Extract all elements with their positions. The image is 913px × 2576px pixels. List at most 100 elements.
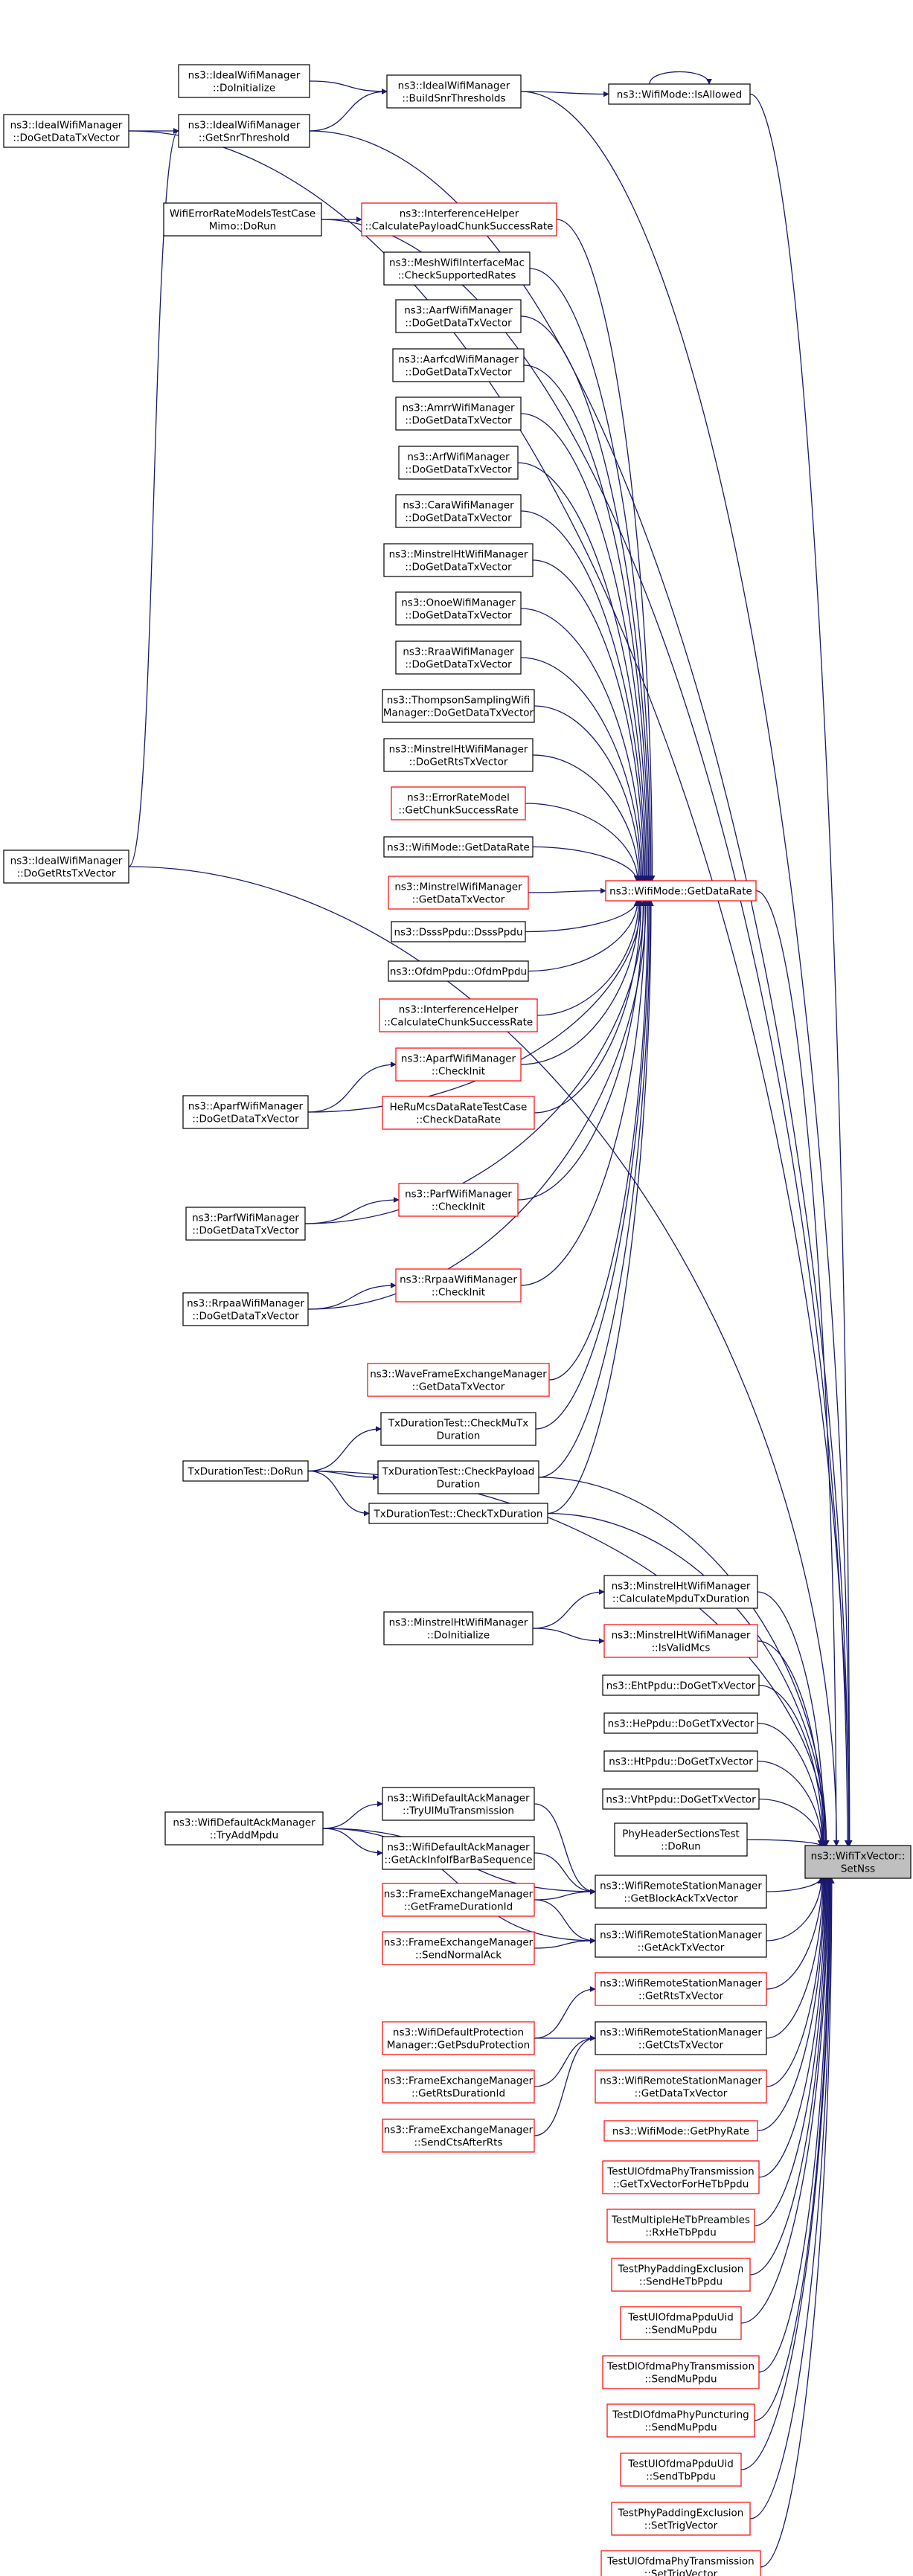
node-txDoRun[interactable]: TxDurationTest::DoRun (182, 1460, 309, 1482)
node-fxGetFrameDur[interactable]: ns3::FrameExchangeManager::GetFrameDurat… (382, 1883, 535, 1917)
node-label: ::CheckSupportedRates (398, 270, 516, 282)
node-minHtValidMcs[interactable]: ns3::MinstrelHtWifiManager::IsValidMcs (603, 1624, 758, 1658)
node-cara[interactable]: ns3::CaraWifiManager::DoGetDataTxVector (395, 494, 522, 528)
node-fxSendCts[interactable]: ns3::FrameExchangeManager::SendCtsAfterR… (382, 2119, 535, 2153)
node-label: TestUlOfdmaPhyTransmission (606, 2166, 754, 2178)
node-label: Manager::GetPsduProtection (387, 2040, 530, 2052)
node-minstrelGetData[interactable]: ns3::MinstrelWifiManager::GetDataTxVecto… (388, 876, 529, 910)
node-parfDoGet[interactable]: ns3::ParfWifiManager::DoGetDataTxVector (185, 1207, 306, 1241)
node-label: ::TryUlMuTransmission (403, 1805, 514, 1817)
node-txCheckTx[interactable]: TxDurationTest::CheckTxDuration (368, 1503, 548, 1524)
node-testUlOfdmaTrig[interactable]: TestUlOfdmaPhyTransmission::SetTrigVecto… (600, 2550, 761, 2576)
edge-aarfcd-to-getDataRateMain (523, 364, 652, 881)
target-node[interactable]: ns3::WifiTxVector::SetNss (804, 1845, 912, 1879)
node-minHtData[interactable]: ns3::MinstrelHtWifiManager::DoGetDataTxV… (383, 543, 534, 577)
node-fxSendNormalAck[interactable]: ns3::FrameExchangeManager::SendNormalAck (382, 1931, 535, 1965)
node-testUlOfdmaGet[interactable]: TestUlOfdmaPhyTransmission::GetTxVectorF… (602, 2160, 760, 2194)
node-getDataRateMain[interactable]: ns3::WifiMode::GetDataRate (605, 880, 757, 902)
node-idealDoGetRts[interactable]: ns3::IdealWifiManager::DoGetRtsTxVector (3, 849, 129, 884)
edge-rrpaaCheck-to-getDataRateMain (520, 900, 649, 1286)
node-vhtPpdu[interactable]: ns3::VhtPpdu::DoGetTxVector (602, 1788, 760, 1810)
node-amrr[interactable]: ns3::AmrrWifiManager::DoGetDataTxVector (395, 396, 522, 431)
node-getCtsTx[interactable]: ns3::WifiRemoteStationManager::GetCtsTxV… (595, 2021, 767, 2055)
node-box (382, 2021, 535, 2055)
node-rrpaaDoGet[interactable]: ns3::RrpaaWifiManager::DoGetDataTxVector (182, 1292, 309, 1326)
edge-getSnrTh-to-buildSnr (309, 89, 388, 132)
edge-getAckInfoBar-to-getBlockAck (534, 1852, 596, 1895)
node-testUlPpduTb[interactable]: TestUlOfdmaPpduUid::SendTbPpdu (620, 2453, 742, 2487)
node-getAckTx[interactable]: ns3::WifiRemoteStationManager::GetAckTxV… (595, 1924, 767, 1958)
node-getAckInfoBar[interactable]: ns3::WifiDefaultAckManager::GetAckInfoIf… (382, 1836, 535, 1870)
node-label: ns3::MinstrelHtWifiManager (612, 1581, 751, 1593)
node-getRtsTx[interactable]: ns3::WifiRemoteStationManager::GetRtsTxV… (595, 1972, 767, 2006)
node-errModelChunk[interactable]: ns3::ErrorRateModel::GetChunkSuccessRate (391, 786, 526, 820)
node-testDlPunct[interactable]: TestDlOfdmaPhyPuncturing::SendMuPpdu (606, 2403, 755, 2438)
node-aarfcd[interactable]: ns3::AarfcdWifiManager::DoGetDataTxVecto… (392, 348, 525, 382)
node-testMultiHeTb[interactable]: TestMultipleHeTbPreambles::RxHeTbPpdu (606, 2209, 755, 2243)
node-minHtDoInit[interactable]: ns3::MinstrelHtWifiManager::DoInitialize (383, 1611, 534, 1645)
node-box (620, 2306, 742, 2340)
node-testPadTrig[interactable]: TestPhyPaddingExclusion::SetTrigVector (611, 2502, 751, 2536)
node-label: ::RxHeTbPpdu (645, 2227, 717, 2239)
node-label: ::GetRtsTxVector (638, 1991, 724, 2002)
node-testDlOfdmaSend[interactable]: TestDlOfdmaPhyTransmission::SendMuPpdu (602, 2355, 760, 2389)
node-isAllowed[interactable]: ns3::WifiMode::IsAllowed (608, 83, 751, 105)
edge-getRtsTx-to-target (766, 1878, 825, 1990)
node-testUlPpduUid[interactable]: TestUlOfdmaPpduUid::SendMuPpdu (620, 2306, 742, 2340)
edge-fxSendNormalAck-to-getAckTx (534, 1938, 596, 1949)
node-idealDoGetData[interactable]: ns3::IdealWifiManager::DoGetDataTxVector (3, 114, 129, 148)
node-doInitIdeal[interactable]: ns3::IdealWifiManager::DoInitialize (178, 64, 310, 98)
node-wmGetDataRate[interactable]: ns3::WifiMode::GetDataRate (383, 836, 534, 858)
node-thompson[interactable]: ns3::ThompsonSamplingWifiManager::DoGetD… (382, 689, 535, 723)
node-buildSnr[interactable]: ns3::IdealWifiManager::BuildSnrThreshold… (386, 74, 522, 109)
node-minHtRts[interactable]: ns3::MinstrelHtWifiManager::DoGetRtsTxVe… (383, 738, 534, 772)
node-label: Mimo::DoRun (209, 221, 276, 233)
node-getPhyRate[interactable]: ns3::WifiMode::GetPhyRate (603, 2120, 758, 2142)
edge-errModelChunk-to-getDataRateMain (525, 803, 641, 881)
node-htPpdu[interactable]: ns3::HtPpdu::DoGetTxVector (603, 1750, 758, 1772)
node-label: ns3::RrpaaWifiManager (400, 1274, 517, 1286)
node-ofdm[interactable]: ns3::OfdmPpdu::OfdmPpdu (388, 960, 529, 982)
node-meshCheck[interactable]: ns3::MeshWifiInterfaceMac::CheckSupporte… (383, 251, 531, 286)
node-psduProt[interactable]: ns3::WifiDefaultProtectionManager::GetPs… (382, 2021, 535, 2055)
node-arf[interactable]: ns3::ArfWifiManager::DoGetDataTxVector (398, 446, 519, 480)
node-testPadHeTb[interactable]: TestPhyPaddingExclusion::SendHeTbPpdu (611, 2258, 751, 2292)
node-onoe[interactable]: ns3::OnoeWifiManager::DoGetDataTxVector (395, 591, 522, 626)
edge-psduProt-to-getRtsTx (534, 1986, 596, 2039)
edge-aparfCheck-to-getDataRateMain (520, 900, 643, 1065)
node-parfCheck[interactable]: ns3::ParfWifiManager::CheckInit (398, 1183, 519, 1217)
node-interfCalcChunk[interactable]: ns3::InterferenceHelper::CalculateChunkS… (379, 998, 538, 1032)
node-aarf[interactable]: ns3::AarfWifiManager::DoGetDataTxVector (395, 299, 522, 333)
node-tryUlMu[interactable]: ns3::WifiDefaultAckManager::TryUlMuTrans… (382, 1787, 535, 1821)
node-hePpdu[interactable]: ns3::HePpdu::DoGetTxVector (603, 1712, 758, 1734)
node-label: ns3::WifiRemoteStationManager (600, 1930, 762, 1941)
node-aparfDoGet[interactable]: ns3::AparfWifiManager::DoGetDataTxVector (182, 1095, 309, 1129)
edge-testPadTrig-to-target (749, 1878, 834, 2519)
node-getDataTx[interactable]: ns3::WifiRemoteStationManager::GetDataTx… (595, 2069, 767, 2104)
node-getSnrTh[interactable]: ns3::IdealWifiManager::GetSnrThreshold (178, 114, 310, 148)
node-heRuMcs[interactable]: HeRuMcsDataRateTestCase::CheckDataRate (382, 1096, 535, 1130)
node-ehtPpdu[interactable]: ns3::EhtPpdu::DoGetTxVector (602, 1674, 760, 1696)
node-label: ::SendMuPpdu (644, 2374, 717, 2386)
node-box (602, 1788, 760, 1810)
node-dsss[interactable]: ns3::DsssPpdu::DsssPpdu (391, 921, 526, 942)
node-phyHeaderTest[interactable]: PhyHeaderSectionsTest::DoRun (614, 1822, 748, 1857)
node-label: ns3::ArfWifiManager (407, 452, 510, 463)
node-label: ns3::WifiRemoteStationManager (600, 2075, 762, 2087)
node-waveFrame[interactable]: ns3::WaveFrameExchangeManager::GetDataTx… (367, 1363, 550, 1397)
node-box (392, 348, 525, 382)
node-minHtCalcMpdu[interactable]: ns3::MinstrelHtWifiManager::CalculateMpd… (603, 1575, 758, 1609)
node-fxGetRtsDur[interactable]: ns3::FrameExchangeManager::GetRtsDuratio… (382, 2069, 535, 2104)
node-rrpaaCheck[interactable]: ns3::RrpaaWifiManager::CheckInit (395, 1268, 522, 1303)
node-tryAddMpdu[interactable]: ns3::WifiDefaultAckManager::TryAddMpdu (164, 1811, 324, 1846)
edge-amrr-to-getDataRateMain (520, 413, 651, 881)
node-rraa[interactable]: ns3::RraaWifiManager::DoGetDataTxVector (395, 640, 522, 675)
node-box (386, 74, 522, 109)
node-aparfCheck[interactable]: ns3::AparfWifiManager::CheckInit (395, 1047, 522, 1082)
node-getBlockAck[interactable]: ns3::WifiRemoteStationManager::GetBlockA… (595, 1875, 767, 1909)
node-box (611, 2502, 751, 2536)
node-interfCalcPayload[interactable]: ns3::InterferenceHelper::CalculatePayloa… (361, 202, 557, 237)
